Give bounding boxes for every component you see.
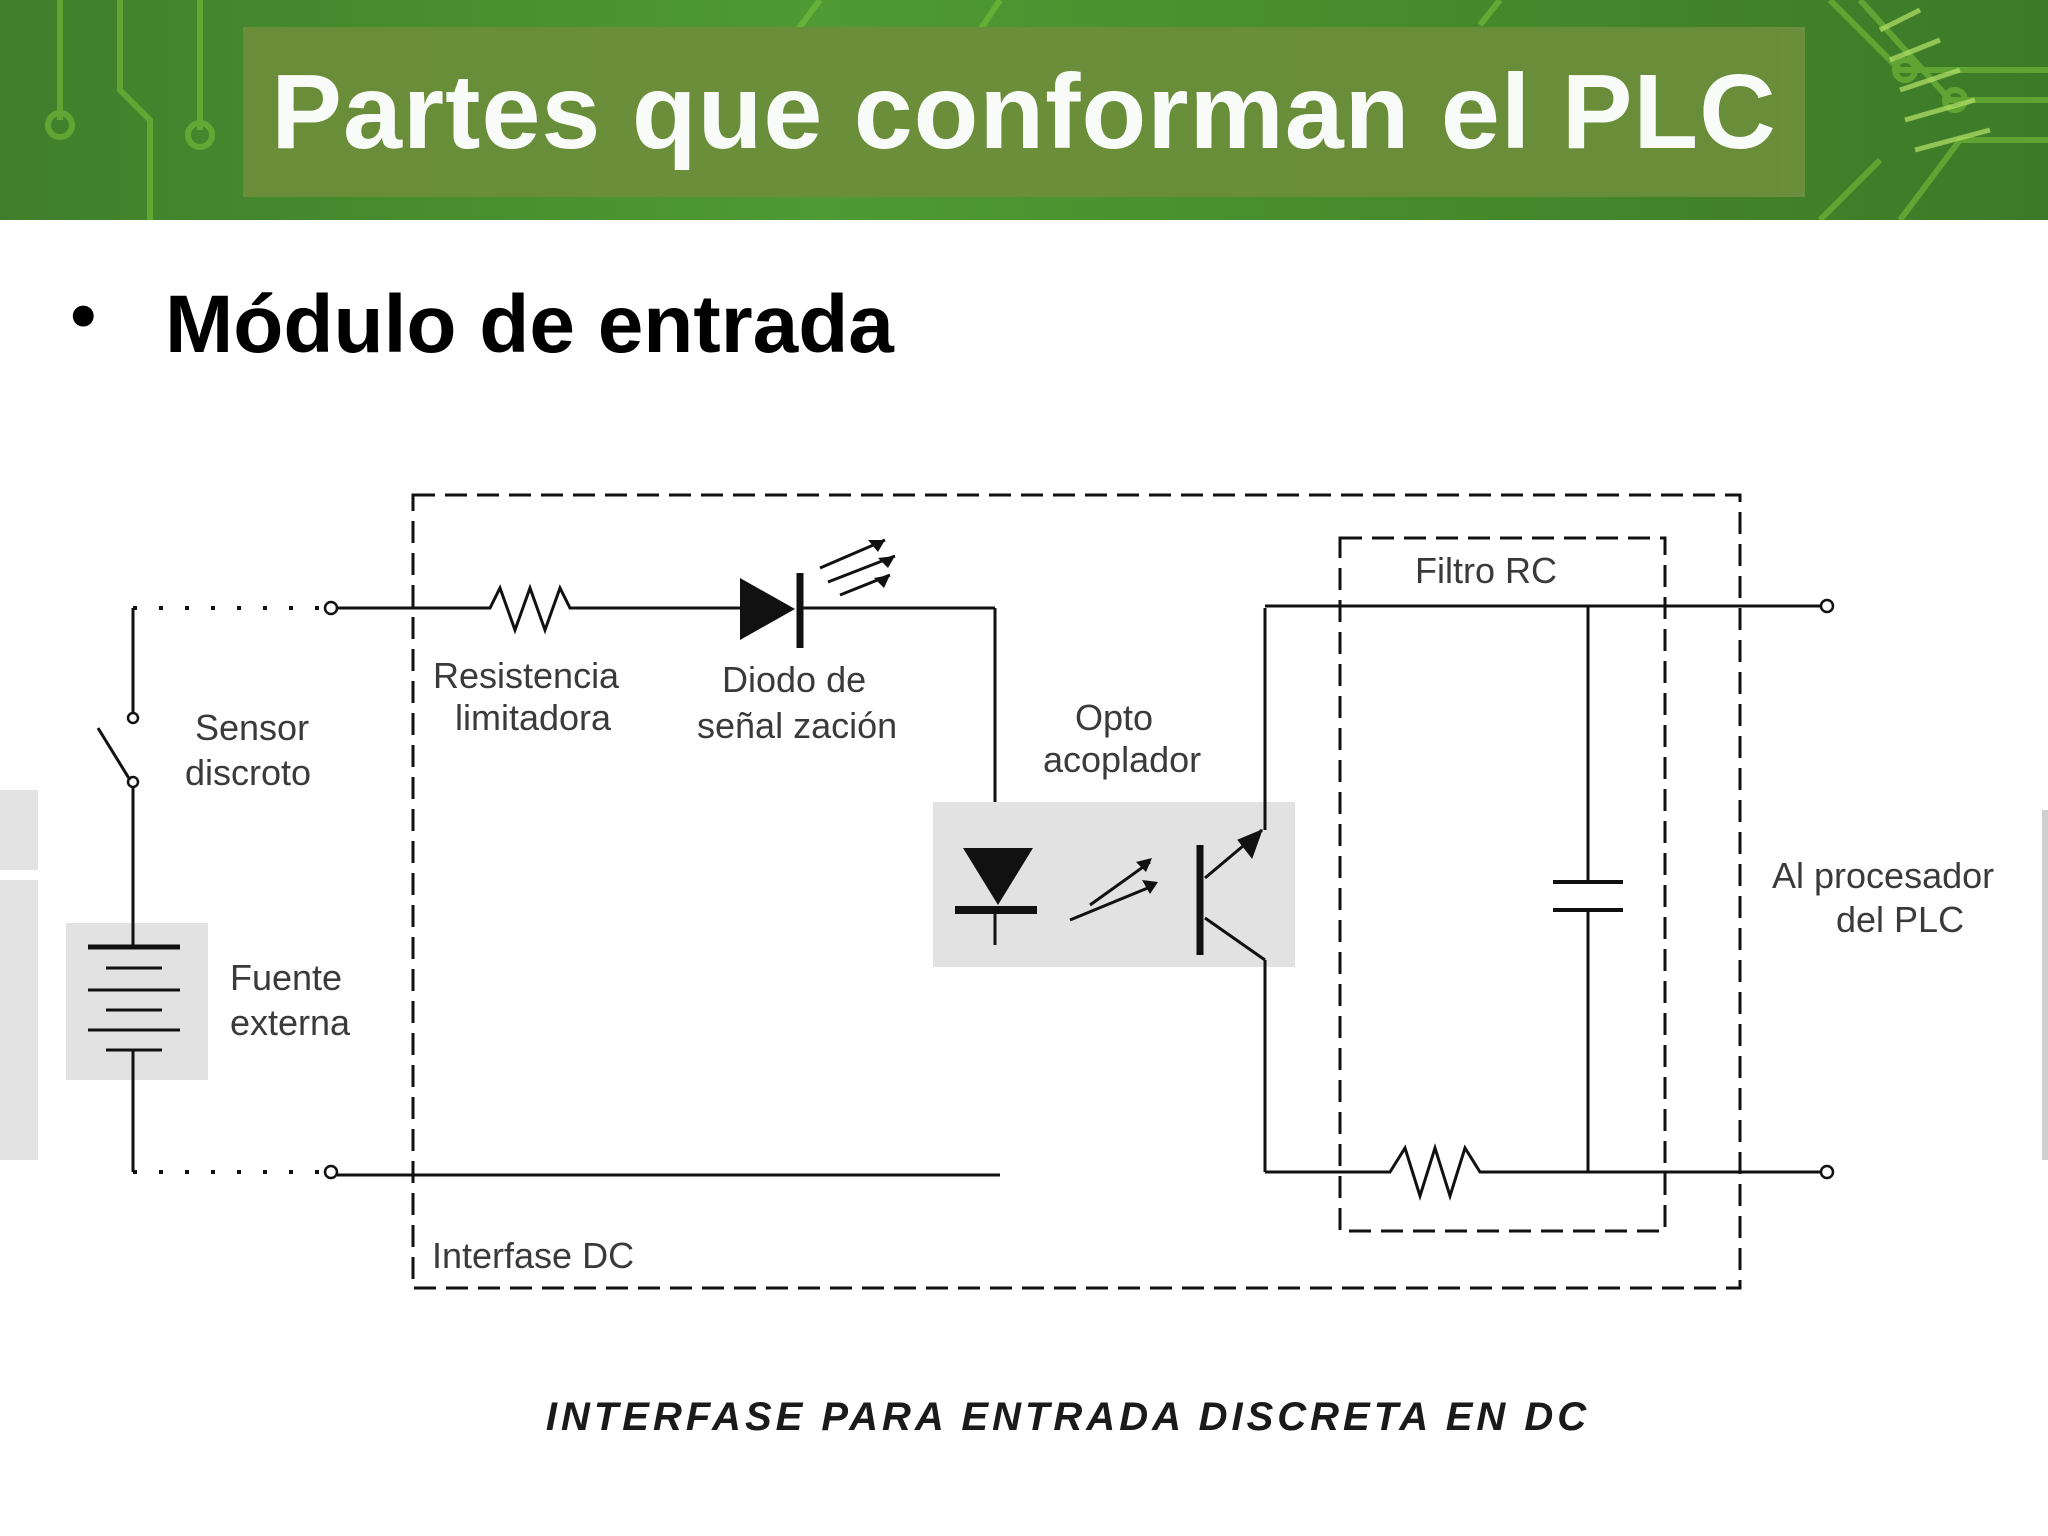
limiting-resistor-icon [450, 583, 615, 635]
switch-icon [96, 711, 140, 789]
rc-filter-boundary [1338, 536, 1667, 1233]
processor-label-line2: del PLC [1836, 899, 1964, 940]
bullet-point: • [62, 276, 105, 360]
slide-subtitle: Módulo de entrada [165, 279, 894, 370]
filter-label: Filtro RC [1415, 550, 1557, 591]
diagram-caption: INTERFASE PARA ENTRADA DISCRETA EN DC [546, 1395, 1590, 1439]
interface-label: Interfase DC [432, 1235, 634, 1276]
phototransistor-icon [1196, 608, 1267, 1172]
output-wiring [1265, 598, 1835, 1180]
left-edge-tab [0, 880, 38, 1160]
interface-boundary [411, 493, 1742, 1290]
resistor-label-line1: Resistencia [433, 655, 620, 696]
diode-label-line2: señal zación [697, 705, 897, 746]
filter-resistor-icon [1380, 1142, 1505, 1202]
sensor-loop [131, 600, 339, 1180]
source-label-line2: externa [230, 1002, 351, 1043]
capacitor-icon [1553, 880, 1623, 912]
slide-title: Partes que conforman el PLC [271, 52, 1777, 171]
left-edge-tab [0, 790, 38, 870]
source-label-line1: Fuente [230, 957, 342, 998]
battery-icon [88, 880, 180, 1172]
opto-label-line1: Opto [1075, 697, 1153, 738]
opto-label-line2: acoplador [1043, 739, 1201, 780]
header-band: Partes que conforman el PLC [0, 0, 2048, 220]
diode-label-line1: Diodo de [722, 659, 866, 700]
title-box: Partes que conforman el PLC [243, 27, 1805, 197]
signal-led-icon [740, 538, 896, 648]
resistor-label-line2: limitadora [455, 697, 612, 738]
processor-label-line1: Al procesador [1772, 855, 1994, 896]
sensor-label-line1: Sensor [195, 707, 309, 748]
opto-led-icon [955, 848, 1158, 945]
sensor-label-line2: discroto [185, 752, 311, 793]
right-edge-tab [2042, 810, 2048, 1160]
